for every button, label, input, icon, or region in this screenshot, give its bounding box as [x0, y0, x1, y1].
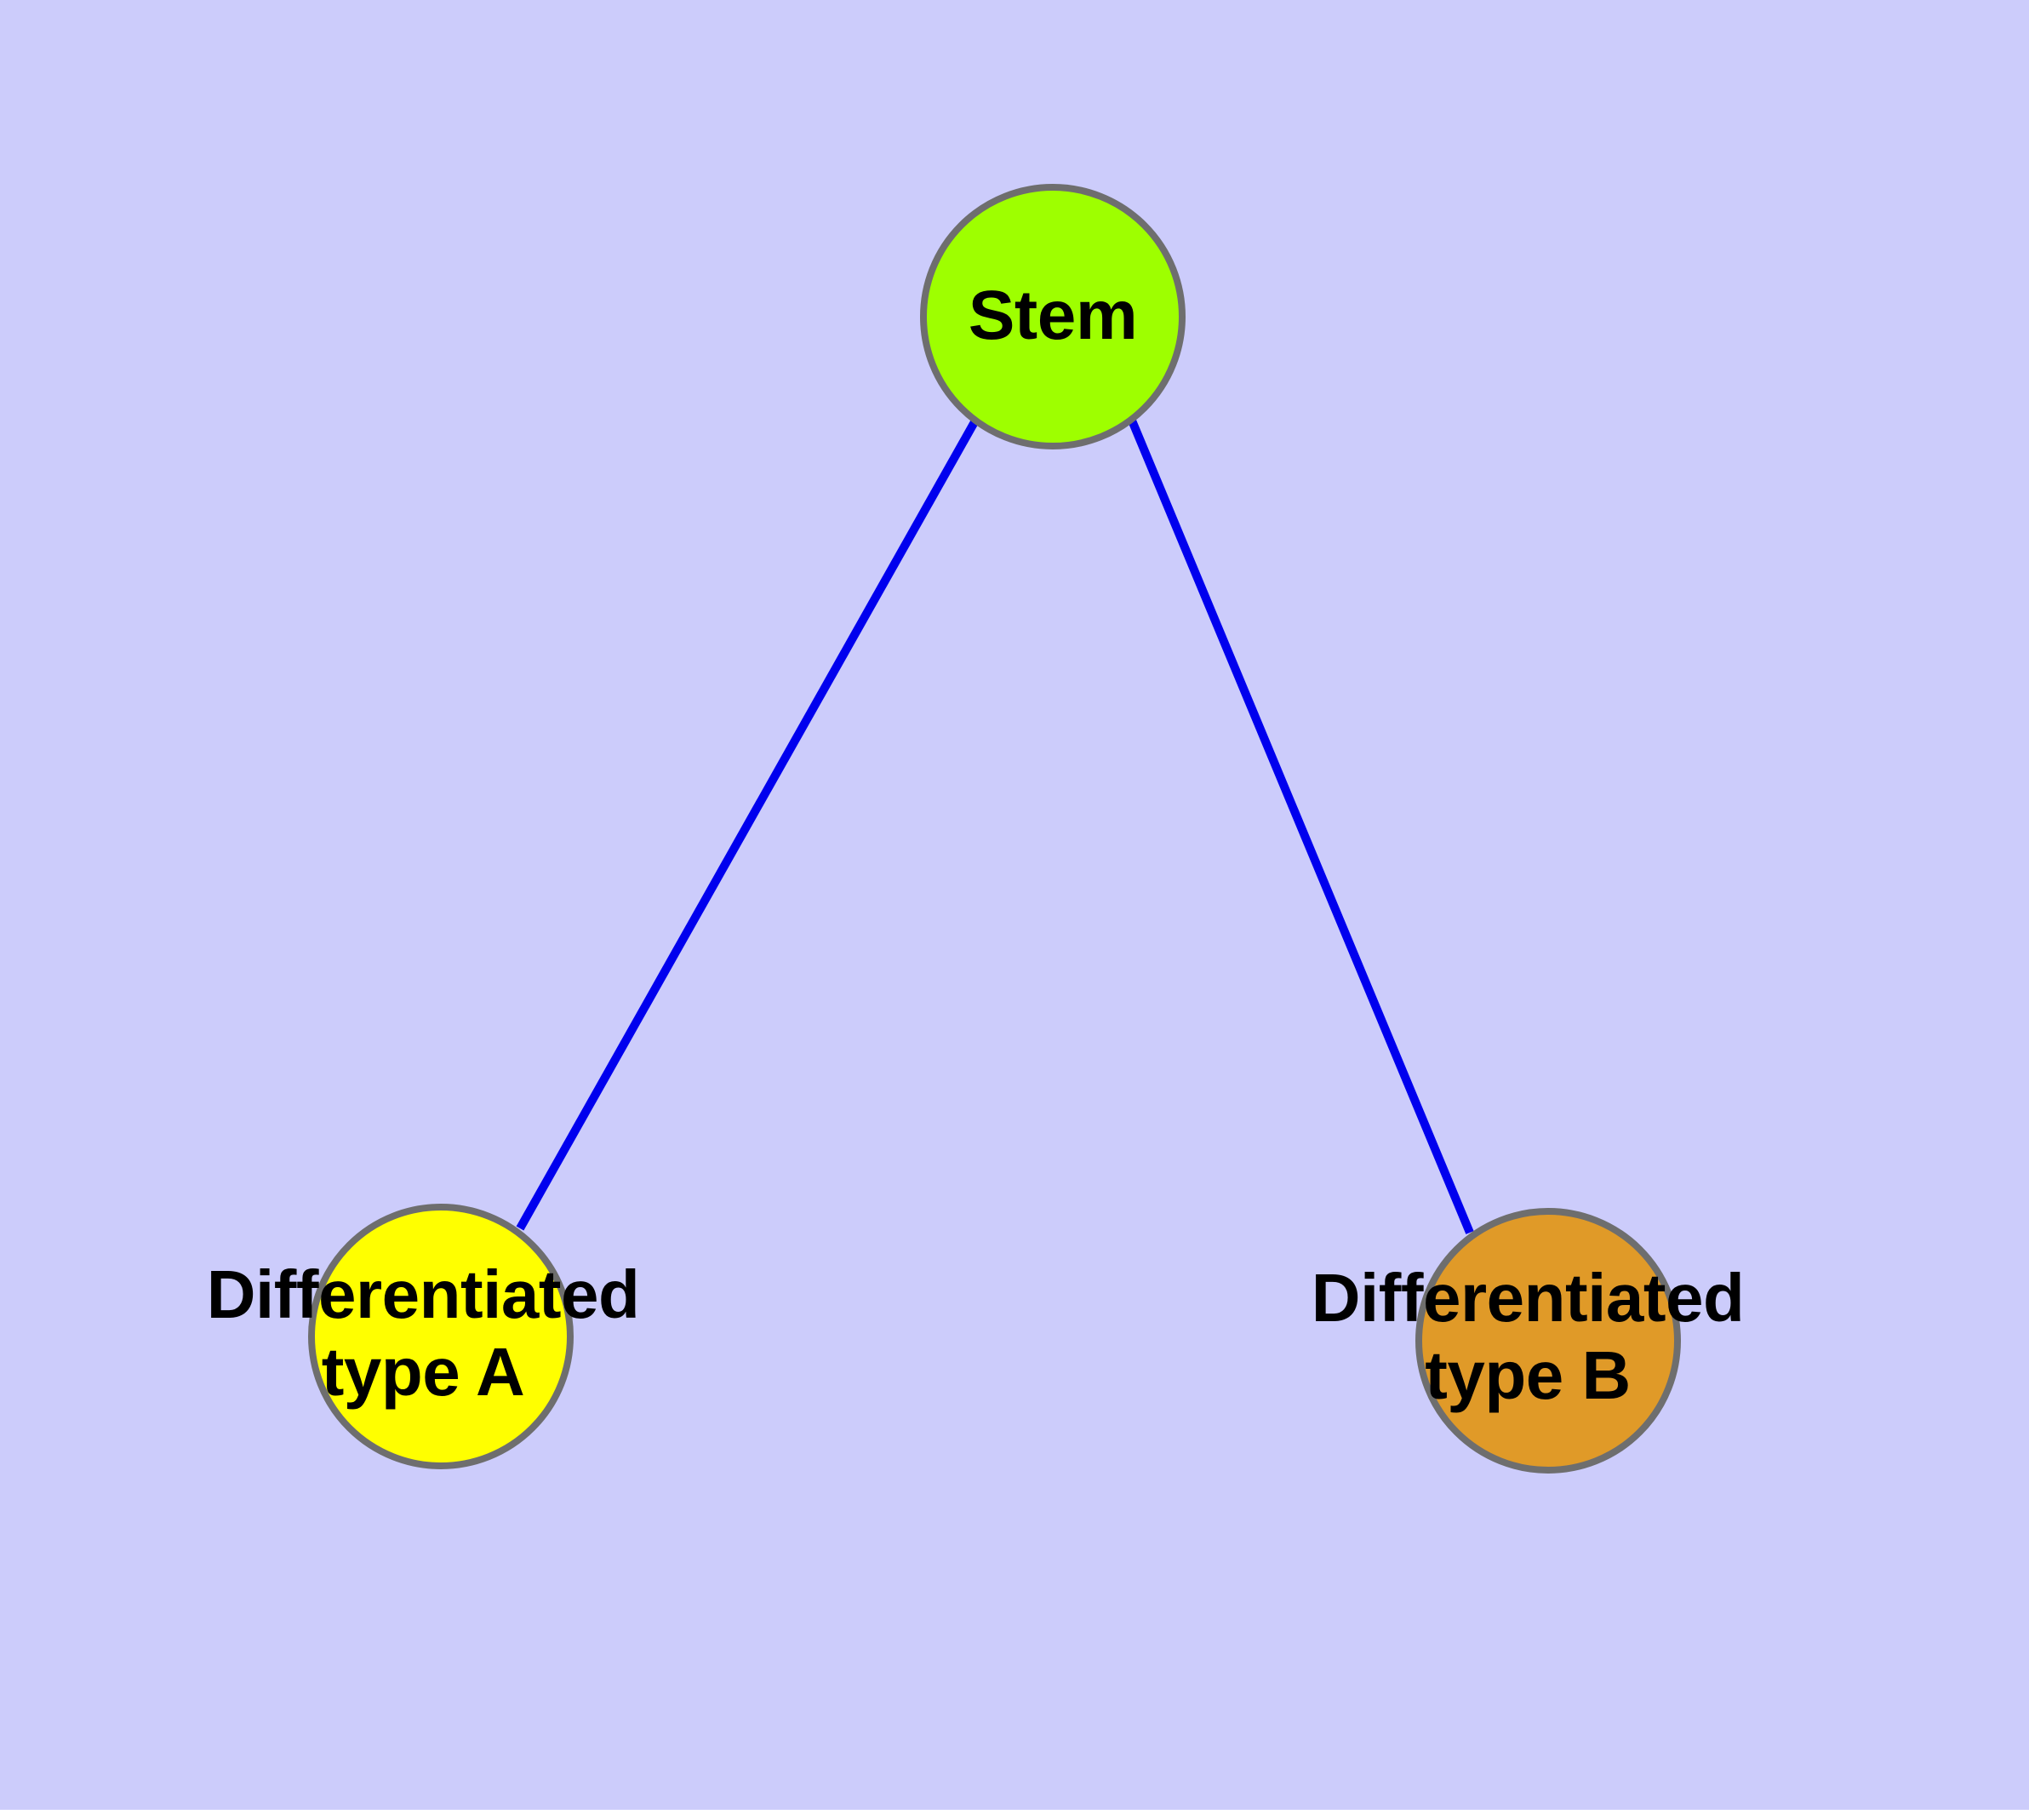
edge-layer	[516, 418, 1474, 1234]
edge-stem-to-differentiated-type-b	[1128, 419, 1474, 1234]
node-stem[interactable]	[920, 184, 1186, 449]
node-differentiated-type-b[interactable]	[1415, 1208, 1681, 1474]
node-differentiated-type-a[interactable]	[308, 1204, 574, 1469]
edge-stem-to-differentiated-type-a	[516, 418, 980, 1231]
node-layer	[308, 184, 1681, 1474]
